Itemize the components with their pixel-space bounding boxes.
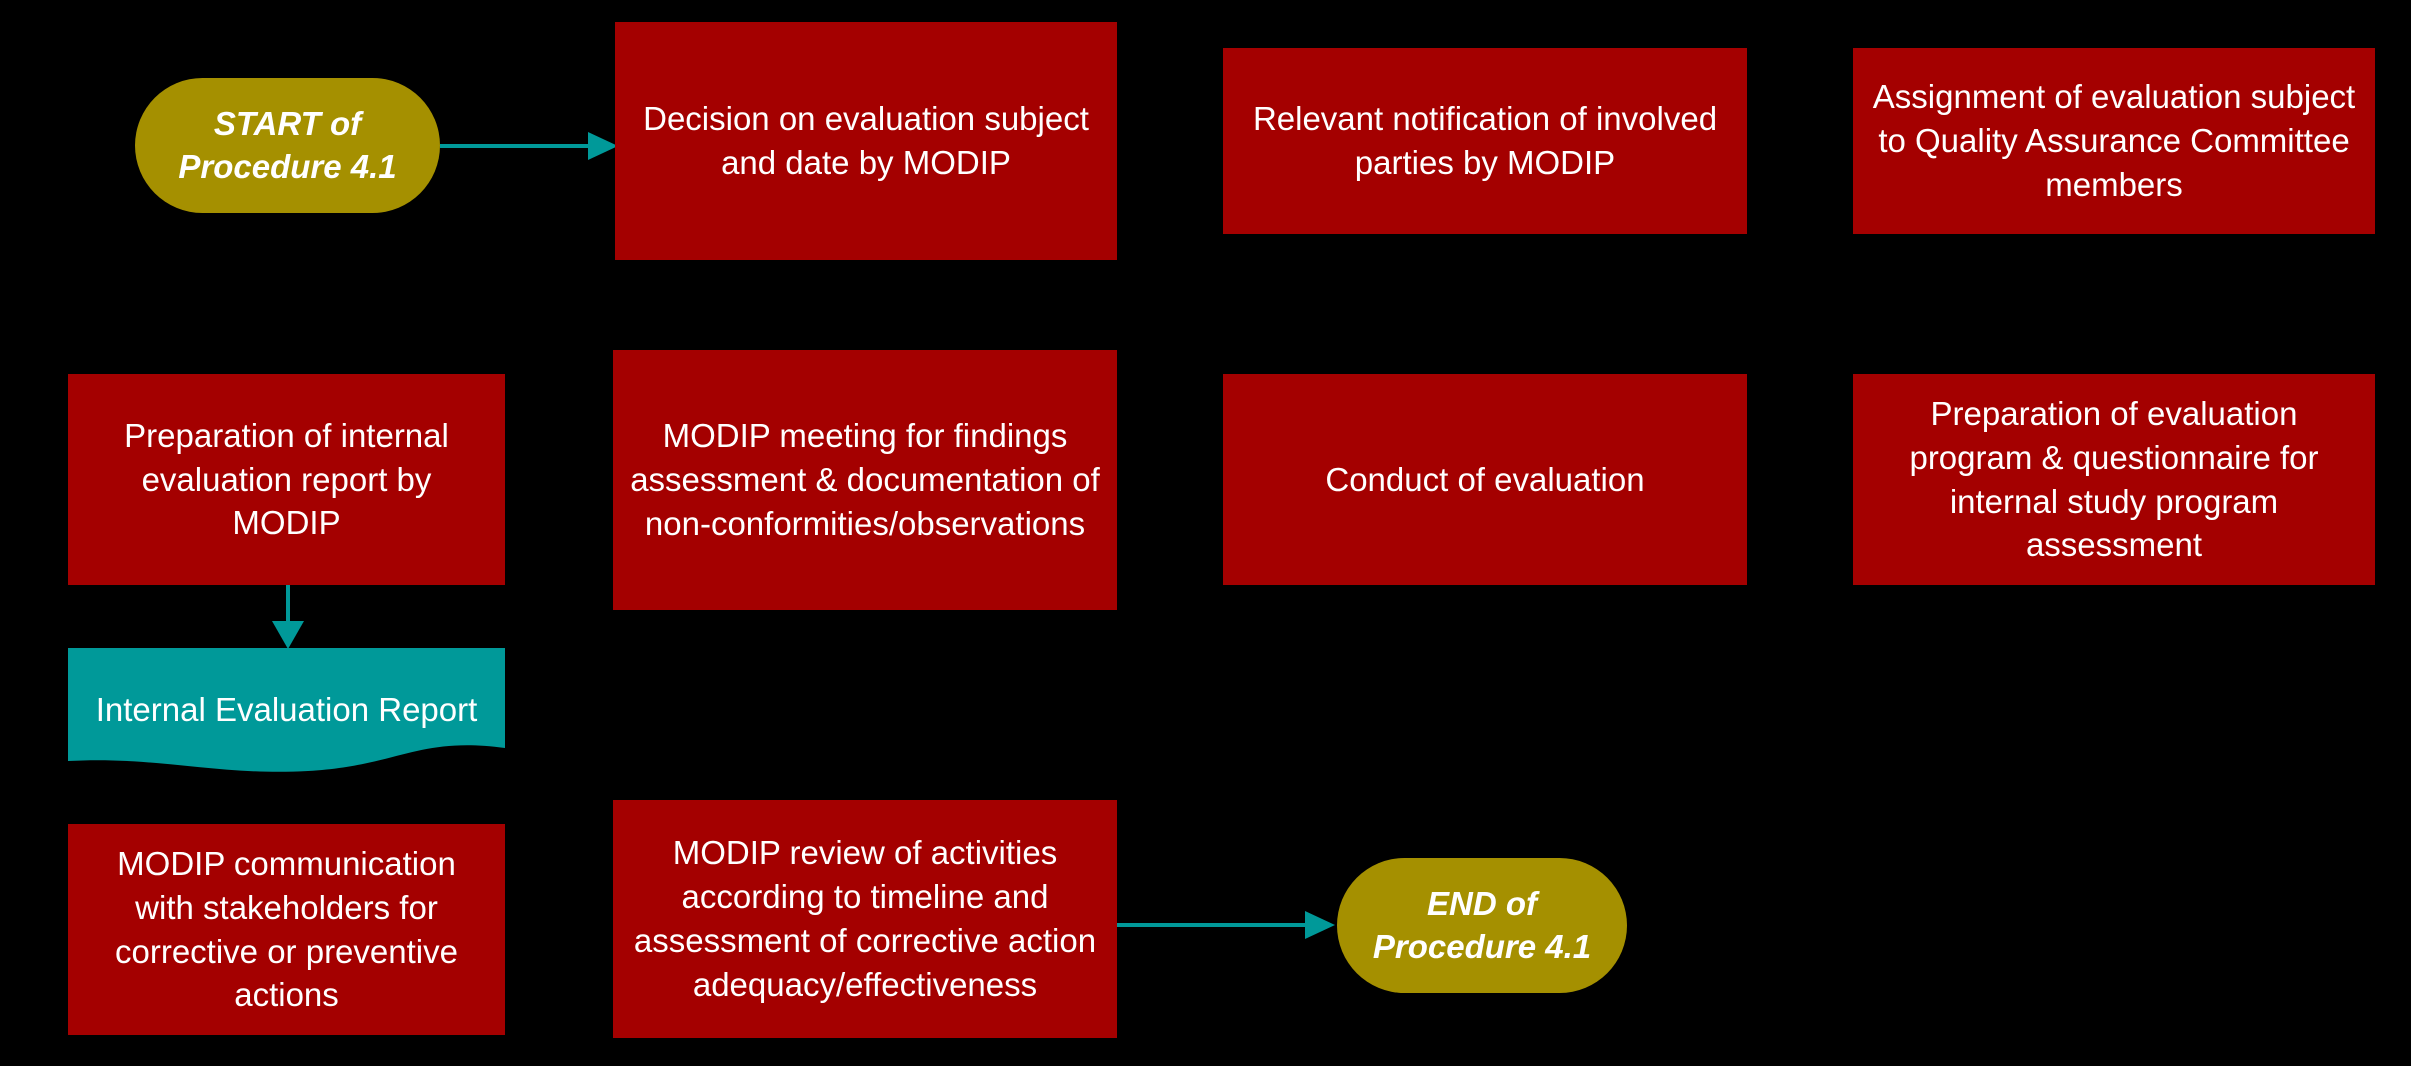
connector-review-to-end-arrowhead — [1305, 911, 1335, 939]
connector-report-to-document — [264, 585, 312, 651]
node-assignment-label: Assignment of evaluation subject to Qual… — [1872, 78, 2356, 203]
node-relevant-notification[interactable]: Relevant notification of involved partie… — [1223, 48, 1747, 234]
node-modip-communication-with-stakeholders[interactable]: MODIP communication with stakeholders fo… — [68, 824, 505, 1035]
node-notification-label: Relevant notification of involved partie… — [1252, 100, 1718, 181]
node-modip-review-of-activities[interactable]: MODIP review of activities according to … — [613, 800, 1117, 1038]
node-internal-evaluation-report-document[interactable]: Internal Evaluation Report — [68, 648, 505, 773]
connector-review-to-end — [1117, 907, 1337, 943]
document-shape-path — [68, 648, 505, 772]
node-decision-on-evaluation-subject[interactable]: Decision on evaluation subject and date … — [615, 22, 1117, 260]
node-conduct-of-evaluation[interactable]: Conduct of evaluation — [1223, 374, 1747, 585]
connector-start-to-decision-arrowhead — [588, 132, 618, 160]
node-start-label: START of Procedure 4.1 — [153, 103, 422, 189]
node-start-line2: Procedure 4.1 — [178, 147, 397, 185]
node-preparation-report-label: Preparation of internal evaluation repor… — [124, 416, 449, 542]
node-conduct-evaluation-label: Conduct of evaluation — [1325, 460, 1645, 498]
node-start-procedure[interactable]: START of Procedure 4.1 — [135, 78, 440, 213]
node-preparation-of-evaluation-program[interactable]: Preparation of evaluation program & ques… — [1853, 374, 2375, 585]
node-internal-report-label: Internal Evaluation Report — [95, 691, 478, 729]
node-decision-label: Decision on evaluation subject and date … — [643, 100, 1089, 181]
node-end-line1: END of — [1427, 884, 1537, 922]
node-end-procedure[interactable]: END of Procedure 4.1 — [1337, 858, 1627, 993]
node-start-line1: START of — [213, 104, 362, 142]
node-modip-meeting-label: MODIP meeting for findings assessment & … — [630, 417, 1100, 542]
node-end-line2: Procedure 4.1 — [1372, 927, 1592, 965]
node-modip-review-label: MODIP review of activities according to … — [633, 834, 1097, 1003]
node-preparation-of-internal-report[interactable]: Preparation of internal evaluation repor… — [68, 374, 505, 585]
connector-start-to-decision — [440, 128, 620, 164]
node-modip-communication-label: MODIP communication with stakeholders fo… — [115, 844, 458, 1014]
connector-report-to-document-arrowhead — [272, 621, 304, 649]
document-shape-svg — [68, 648, 505, 772]
node-assignment-of-evaluation-subject[interactable]: Assignment of evaluation subject to Qual… — [1853, 48, 2375, 234]
node-modip-meeting-for-findings[interactable]: MODIP meeting for findings assessment & … — [613, 350, 1117, 610]
node-end-label: END of Procedure 4.1 — [1355, 883, 1609, 969]
node-preparation-program-label: Preparation of evaluation program & ques… — [1909, 394, 2319, 564]
